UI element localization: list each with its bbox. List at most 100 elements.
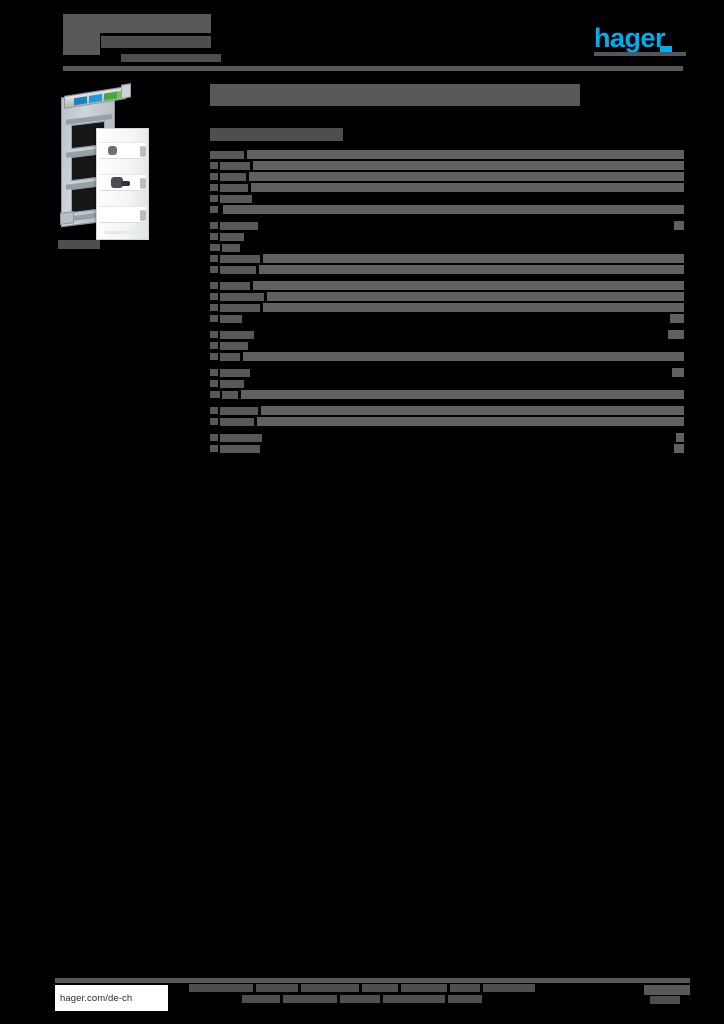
header-company-name <box>63 14 211 33</box>
spec-label <box>220 445 260 453</box>
spec-value-block <box>249 172 684 181</box>
spec-row <box>210 314 684 323</box>
spec-row <box>210 232 684 241</box>
page-subtitle <box>210 128 343 141</box>
cover-knob <box>111 177 130 188</box>
spec-group <box>210 433 684 453</box>
hager-logo: hager <box>594 25 686 56</box>
logo-accent-flag <box>660 46 672 52</box>
spec-row-marker <box>210 369 218 376</box>
spec-value-block <box>241 390 684 399</box>
spec-group <box>210 330 684 361</box>
main-content <box>210 84 684 453</box>
spec-label <box>220 195 252 203</box>
spec-row-marker <box>210 244 220 251</box>
spec-row <box>210 352 684 361</box>
spec-label <box>220 353 240 361</box>
spec-row <box>210 194 684 203</box>
spec-label <box>220 255 260 263</box>
spec-row <box>210 205 684 214</box>
spec-label <box>220 293 264 301</box>
spec-label <box>220 380 244 388</box>
spec-value <box>676 433 684 442</box>
spec-value-block <box>263 303 684 312</box>
footer-text-chunk <box>448 995 482 1003</box>
header-divider-rule <box>63 66 683 71</box>
spec-value-block <box>243 352 684 361</box>
spec-row-marker <box>210 233 218 240</box>
cover-latch <box>140 146 146 157</box>
header-company-subtitle <box>101 36 211 48</box>
footer-text-chunk <box>340 995 380 1003</box>
footer-right-line-1 <box>644 985 690 995</box>
spec-label <box>220 222 258 230</box>
product-image-panel <box>58 83 158 258</box>
spec-row <box>210 254 684 263</box>
cover-band <box>100 206 146 223</box>
spec-row-marker <box>210 353 218 360</box>
spec-row <box>210 292 684 301</box>
spec-label <box>220 162 250 170</box>
spec-row <box>210 390 684 399</box>
spec-value-block <box>261 406 684 415</box>
footer-url-chip[interactable]: hager.com/de-ch <box>55 985 168 1011</box>
spec-label <box>220 266 256 274</box>
spec-label <box>220 304 260 312</box>
spec-value <box>674 444 684 453</box>
spec-row <box>210 281 684 290</box>
spec-row-marker <box>210 162 218 169</box>
cover-foot-strip <box>105 231 139 234</box>
spec-row-marker <box>210 173 218 180</box>
terminal-blue <box>89 93 102 103</box>
spec-value-block <box>257 417 684 426</box>
spec-row <box>210 243 684 252</box>
footer-text-chunk <box>483 984 535 992</box>
product-photo <box>58 83 153 243</box>
page-header: hager <box>0 0 724 78</box>
footer-text-chunk <box>189 984 253 992</box>
spec-label <box>220 315 242 323</box>
spec-value-block <box>259 265 684 274</box>
header-brand-block <box>63 14 243 62</box>
spec-row <box>210 379 684 388</box>
spec-row-marker <box>210 293 218 300</box>
product-front-cover <box>96 128 149 240</box>
spec-group <box>210 368 684 399</box>
spec-row-marker <box>210 407 218 414</box>
spec-label <box>220 369 250 377</box>
spec-value-block <box>253 281 684 290</box>
spec-value-block <box>247 150 684 159</box>
cover-latch <box>140 178 146 189</box>
terminal-green <box>104 91 117 101</box>
spec-label <box>220 342 248 350</box>
spec-row <box>210 406 684 415</box>
spec-group <box>210 281 684 323</box>
spec-row-marker <box>210 391 220 398</box>
spec-value-block <box>267 292 684 301</box>
spec-value <box>670 314 684 323</box>
spec-row-marker <box>210 195 218 202</box>
footer-center-text <box>0 984 724 1003</box>
footer-right-line-2 <box>650 996 680 1004</box>
spec-row-marker <box>210 255 218 262</box>
spec-row-marker <box>210 342 218 349</box>
spec-row-marker <box>210 266 218 273</box>
footer-text-chunk <box>383 995 445 1003</box>
header-company-name-2 <box>63 33 100 55</box>
footer-text-chunk <box>242 995 280 1003</box>
spec-row <box>210 433 684 442</box>
page-title <box>210 84 580 106</box>
cover-latch <box>140 210 146 221</box>
spec-row <box>210 330 684 339</box>
spec-row-marker <box>210 206 218 213</box>
page-title-tick <box>210 84 224 90</box>
spec-group <box>210 406 684 426</box>
spec-row-marker <box>210 445 218 452</box>
page-footer: hager.com/de-ch <box>0 978 724 1024</box>
spec-row <box>210 444 684 453</box>
spec-row-marker <box>210 184 218 191</box>
spec-row <box>210 303 684 312</box>
product-image-caption <box>58 240 100 249</box>
spec-label <box>222 391 238 399</box>
